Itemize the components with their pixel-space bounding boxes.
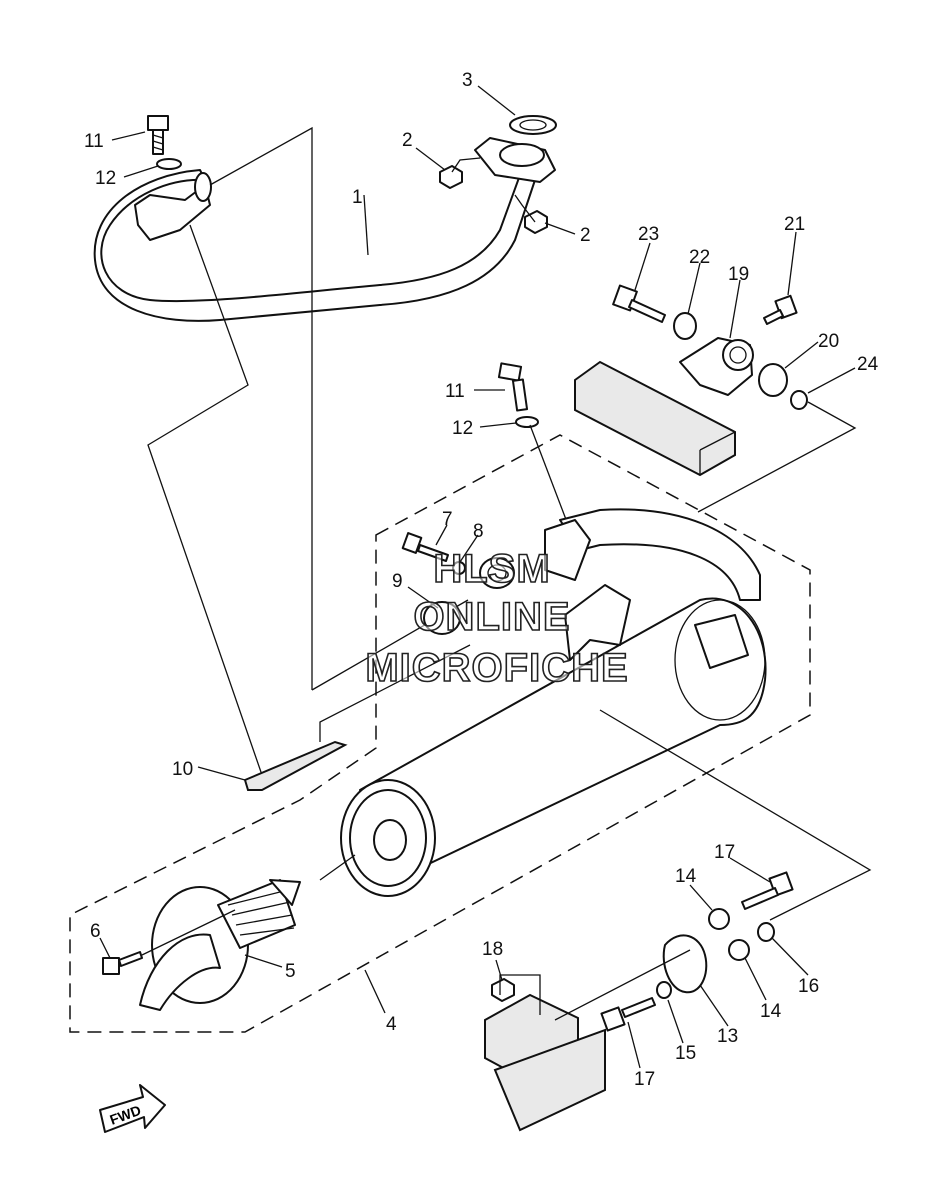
bolt [612,284,666,323]
callout-19: 19 [728,264,749,285]
callout-10: 10 [172,759,193,780]
callout-4: 4 [386,1014,397,1035]
bolt [497,362,529,412]
bolt [147,115,169,155]
callout-13: 13 [717,1026,738,1047]
callout-23: 23 [638,224,659,245]
collar [708,908,730,930]
forward-arrow-icon: FWD [99,1084,166,1133]
callout-16: 16 [798,976,819,997]
washer [757,922,775,942]
callout-17: 17 [634,1069,655,1090]
collar [728,939,750,961]
bolt [763,294,798,325]
callout-5: 5 [285,961,296,982]
callout-12: 12 [452,418,473,439]
callout-7: 7 [442,509,453,530]
washer [515,416,539,428]
callout-11: 11 [84,131,104,152]
muffler-gasket [423,601,461,635]
bolt [741,871,794,910]
callout-15: 15 [675,1043,696,1064]
callout-22: 22 [689,247,710,268]
washer [656,981,672,999]
flange-nut [491,978,515,1002]
mount-bracket [679,337,754,396]
callout-8: 8 [473,521,484,542]
watermark-line-2: ONLINE [413,595,570,639]
callout-17: 17 [714,842,735,863]
callout-6: 6 [90,921,101,942]
callout-11: 11 [445,381,465,402]
callout-14: 14 [760,1001,782,1022]
exhaust-pipe [93,169,536,322]
bolt [600,997,656,1032]
watermark-line-1: HLSM [433,547,550,591]
frame-bracket [574,360,736,477]
watermark: HLSM ONLINE MICROFICHE [365,546,629,691]
callout-20: 20 [818,331,839,352]
callout-9: 9 [392,571,403,592]
muffler-assembly-outline [69,434,811,1033]
callout-3: 3 [462,70,473,91]
screw [102,951,143,975]
callout-21: 21 [784,214,805,235]
screw [401,532,449,562]
watermark-line-3: MICROFICHE [365,646,628,690]
callout-18: 18 [482,939,503,960]
pipe-flange [474,137,556,183]
rubber-mount [662,934,708,994]
muffler [340,508,767,897]
flange-nut [439,165,463,189]
lower-frame-bracket [484,993,606,1132]
grommet [758,363,788,397]
callout-24: 24 [857,354,879,375]
callout-14: 14 [675,866,697,887]
protector-plate [243,740,348,791]
callout-2: 2 [402,130,413,151]
clamp [479,557,515,589]
washer [452,561,466,575]
collar [673,312,697,340]
callout-2: 2 [580,225,591,246]
callout-1: 1 [352,187,363,208]
washer [156,158,182,170]
gasket [509,115,557,135]
collar [790,390,808,410]
callout-12: 12 [95,168,116,189]
